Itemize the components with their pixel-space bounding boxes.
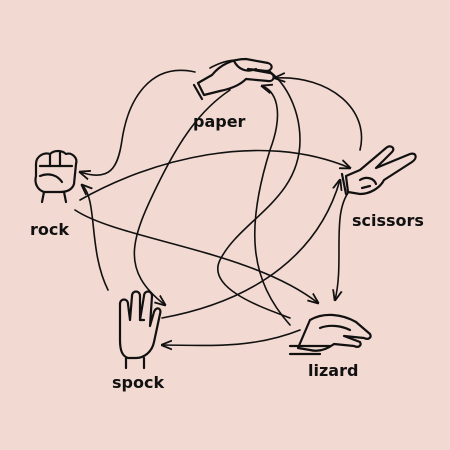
node-label-rock: rock <box>30 220 69 239</box>
arrow-paper-beats-spock <box>133 89 231 305</box>
vulcan-salute-icon <box>118 290 162 370</box>
node-label-lizard: lizard <box>308 361 358 380</box>
node-label-scissors: scissors <box>352 211 424 230</box>
fist-icon <box>34 149 78 204</box>
arrow-rock-beats-scissors <box>79 149 350 201</box>
node-label-paper: paper <box>193 112 246 131</box>
arrow-scissors-beats-paper <box>275 78 363 151</box>
arrow-spock-beats-scissors <box>161 180 340 319</box>
lizard-hand-icon <box>288 313 372 356</box>
arrow-paper-to-lizard-curve <box>209 59 301 319</box>
scissors-hand-icon <box>340 145 417 196</box>
node-label-spock: spock <box>112 373 164 392</box>
arrow-paper-beats-rock <box>80 69 196 175</box>
arrow-lizard-beats-paper <box>253 86 291 326</box>
arrow-rock-beats-lizard <box>74 209 318 303</box>
arrow-scissors-beats-lizard <box>335 187 353 300</box>
arrow-spock-beats-rock <box>82 185 109 291</box>
arrow-lizard-beats-spock <box>162 329 301 346</box>
arrows-layer <box>74 59 363 346</box>
flat-hand-icon <box>192 57 275 101</box>
